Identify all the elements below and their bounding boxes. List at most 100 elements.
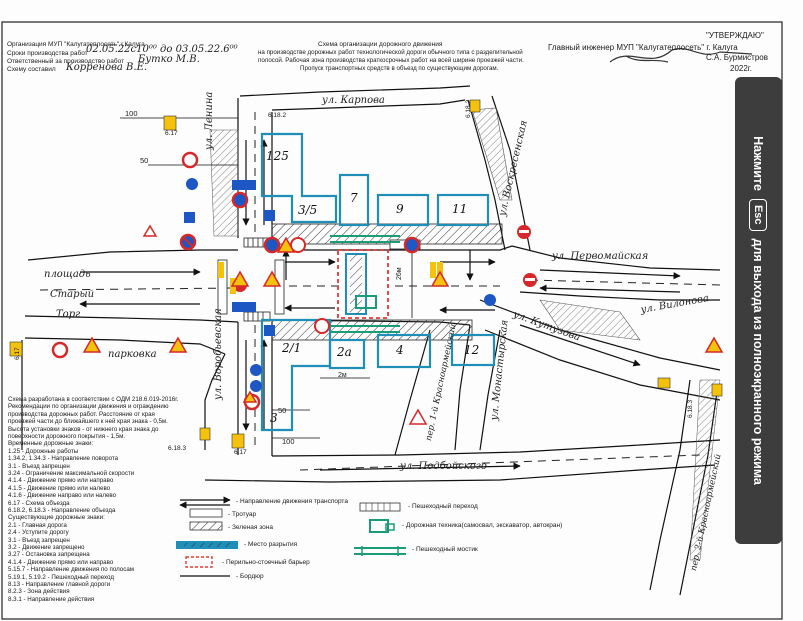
- parking-label: парковка: [108, 349, 157, 360]
- exist-sign-item: 5.15.7 - Направление движения по полосам: [8, 566, 135, 574]
- approval-signature: [609, 48, 753, 63]
- header-dates-value: 02.05.22с10⁰⁰ до 03.05.22.6⁰⁰: [86, 44, 238, 55]
- temp-sign-item: 4.1.4 - Движение прямо или направо: [8, 477, 114, 485]
- exist-sign-item: 5.19.1, 5.19.2 - Пешеходный переход: [8, 573, 114, 581]
- street-vorobyevskaya: ул. Воробьевская: [213, 308, 224, 400]
- note-line-item: Рекомендации по организации движения и о…: [8, 403, 169, 411]
- exist-sign-item: 3.27 - Остановка запрещена: [8, 551, 90, 559]
- header-organizer: Организация МУП "Калугатеплосеть" г.Калу…: [7, 41, 145, 48]
- exist-signs-title: Существующие дорожные знаки:: [8, 514, 105, 522]
- sign-code: 6.17: [14, 347, 21, 360]
- scheme-title-line3: полосой. Рабочая зона производства кратк…: [258, 57, 524, 64]
- building-number: 3/5: [298, 203, 318, 217]
- exist-sign-item: 3.1 - Въезд запрещен: [8, 536, 70, 544]
- distance-label: 50: [278, 406, 287, 415]
- building-number: 7: [350, 191, 358, 205]
- distance-label: 100: [125, 109, 138, 118]
- distance-label: 2м: [338, 372, 347, 379]
- building-number: 11: [452, 202, 468, 216]
- sign-code: 6.18.2: [465, 99, 472, 118]
- legend-barrier: - Перильно-стоечный барьер: [222, 559, 310, 566]
- header-dates-label: Сроки производства работ: [7, 50, 88, 57]
- building-number: 3: [270, 411, 278, 425]
- note-line-item: Схема разработана в соответствии с ОДМ 2…: [8, 396, 179, 403]
- temp-sign-item: 4.1.5 - Движение прямо или налево: [8, 484, 111, 492]
- green-zones: [209, 107, 721, 561]
- building-125: [260, 132, 338, 224]
- temp-sign-item: 3.1 - Въезд запрещен: [8, 462, 70, 470]
- legend-sidewalk: - Тротуар: [228, 511, 257, 518]
- street-lenina: ул. Ленина: [204, 91, 215, 150]
- header-composer-label: Схему составил: [7, 66, 56, 73]
- building-number: 125: [266, 149, 289, 163]
- legend-bridge: - Пешеходный мостик: [412, 546, 478, 553]
- hint-before: Нажмите: [751, 136, 766, 191]
- fullscreen-exit-hint-text: Нажмите Esc для выхода из полноэкранного…: [735, 77, 782, 544]
- exist-sign-item: 3.2 - Движение запрещено: [8, 543, 85, 551]
- exist-sign-item: 8.3.1 - Направление действия: [8, 595, 95, 603]
- note-line-item: производства дорожных работ. Расстояние …: [8, 410, 155, 418]
- scheme-title-line2: на производстве дорожных работ технологи…: [258, 49, 523, 56]
- sign-code: 6.17: [165, 130, 178, 137]
- sign-code: 6.18.2: [268, 112, 287, 119]
- legend-tech: - Дорожная техника(самосвал, экскаватор,…: [402, 522, 563, 529]
- legend-crossing: - Пешеходный переход: [408, 503, 478, 510]
- building-9: [376, 193, 430, 227]
- building-number: 4: [396, 343, 404, 357]
- sign-code: 6.18.3: [687, 399, 694, 418]
- building-number: 2/1: [282, 341, 302, 355]
- street-karpova: ул. Карпова: [322, 95, 385, 106]
- square-label-1: площадь: [44, 269, 91, 280]
- exist-sign-item: 2.4 - Уступите дорогу: [8, 529, 69, 537]
- approval-position: Главный инженер МУП "Калугатеплосеть" г.…: [548, 43, 738, 52]
- buildings: [260, 132, 496, 432]
- scheme-title-line1: Схема организации дорожного движения: [318, 41, 443, 48]
- building-12: [450, 333, 496, 367]
- building-21: [260, 318, 332, 432]
- building-2a: [328, 338, 366, 370]
- legend-traffic: - Направление движения транспорта: [236, 498, 348, 505]
- exist-sign-item: 4.1.4 - Движение прямо или направо: [8, 558, 114, 566]
- temp-sign-item: 6.18.2, 6.18.3 - Направление объезда: [8, 506, 116, 514]
- header-responsible-label: Ответственный за производство работ: [7, 58, 125, 65]
- distance-label: 100: [282, 437, 295, 446]
- exist-sign-item: 2.1 - Главная дорога: [8, 521, 67, 529]
- building-number: 2а: [337, 345, 352, 359]
- note-line-item: поверхности дорожного покрытия - 1,5м.: [8, 433, 126, 441]
- distance-label: 26м: [396, 267, 403, 280]
- temp-sign-item: 1.34.2, 1.34.3 - Направление поворота: [8, 455, 119, 463]
- legend-green: - Зеленая зона: [228, 524, 273, 531]
- legend-curb: - Бордюр: [236, 573, 264, 580]
- legend-dig: - Место разрытия: [244, 541, 298, 548]
- square-label-2: Старый: [50, 289, 95, 300]
- notes-general: Схема разработана в соответствии с ОДМ 2…: [8, 396, 208, 440]
- fullscreen-exit-hint[interactable]: Нажмите Esc для выхода из полноэкранного…: [735, 77, 782, 544]
- temp-sign-item: 4.1.6 - Движение направо или налево: [8, 492, 117, 500]
- building-number: 12: [464, 343, 480, 357]
- approval-year: 2022г.: [730, 64, 752, 73]
- page-frame: [1, 21, 783, 620]
- note-line-item: проезжей части до ближайшего к ней края …: [8, 418, 168, 426]
- building-7: [338, 173, 370, 227]
- approval-word: "УТВЕРЖДАЮ": [706, 31, 764, 40]
- street-pervomayskaya: ул. Первомайская: [552, 251, 649, 262]
- header-composer-value: Корренова В.Е.: [66, 62, 148, 73]
- sign-code: 6.18.3: [168, 445, 187, 452]
- street-podboyskogo: ул. Подбойского: [400, 461, 487, 472]
- scheme-title-line4: Пропуск транспортных средств в объезд по…: [300, 65, 499, 72]
- temp-sign-item: 1.25 - Дорожные работы: [8, 447, 79, 455]
- exist-sign-item: 8.13 - Направление главной дороги: [8, 580, 111, 588]
- temp-sign-item: 6.17 - Схема объезда: [8, 499, 70, 507]
- header-responsible-value: Бутко М.В.: [138, 54, 200, 65]
- esc-key-badge[interactable]: Esc: [749, 198, 768, 231]
- note-line-item: Высота установки знаков - от нижнего кра…: [8, 425, 159, 433]
- building-number: 9: [396, 202, 404, 216]
- sign-code: 6.17: [234, 449, 247, 456]
- square-label-3: Торг: [56, 309, 81, 320]
- scheme-notes: Схема разработана в соответствии с ОДМ 2…: [8, 396, 208, 603]
- building-4: [376, 333, 432, 369]
- building-11: [436, 193, 490, 227]
- exist-sign-item: 8.2.3 - Зона действия: [8, 588, 70, 596]
- lane-dividers: [39, 112, 721, 471]
